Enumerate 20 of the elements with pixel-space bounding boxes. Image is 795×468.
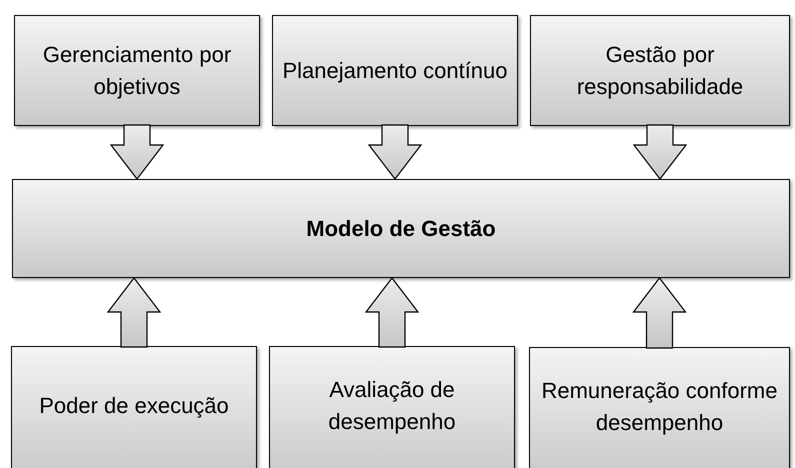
concept-box: [272, 15, 518, 126]
block-arrow: [632, 277, 687, 349]
concept-label: Gerenciamento por objetivos: [42, 40, 232, 101]
central-box: [12, 179, 790, 278]
concept-box: [11, 346, 257, 468]
concept-label: Poder de execução: [39, 392, 229, 420]
concept-box: [269, 346, 515, 468]
concept-box: [529, 347, 790, 468]
concept-box: [530, 15, 790, 126]
block-arrow: [368, 124, 422, 180]
concept-box: [14, 15, 260, 126]
concept-label: Avaliação de desempenho: [327, 376, 457, 436]
concept-label: Planejamento contínuo: [282, 56, 508, 85]
block-arrow: [632, 124, 688, 180]
block-arrow: [106, 277, 162, 348]
concept-label: Gestão por responsabilidade: [576, 40, 744, 101]
block-arrow: [364, 277, 420, 348]
block-arrow: [110, 124, 164, 180]
central-label: Modelo de Gestão: [306, 214, 496, 242]
concept-label: Remuneração conforme desempenho: [540, 377, 778, 437]
